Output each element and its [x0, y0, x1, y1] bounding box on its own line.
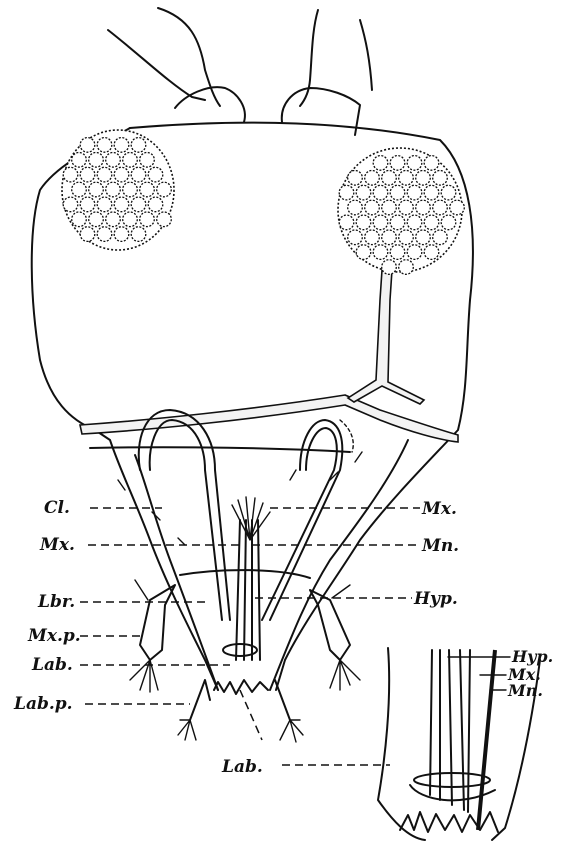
eye-facet	[114, 138, 129, 153]
label-inset-hyp: Hyp.	[511, 647, 553, 666]
eye-facet	[390, 215, 405, 230]
eye-facet	[356, 245, 371, 260]
eye-facet	[407, 215, 422, 230]
eye-facet	[148, 167, 163, 182]
eye-facet	[72, 212, 87, 227]
eye-facet	[106, 153, 121, 168]
eye-facet	[80, 227, 95, 242]
eye-facet	[373, 215, 388, 230]
eye-facet	[72, 153, 87, 168]
eye-facet	[416, 171, 431, 186]
eye-facet	[441, 215, 456, 230]
antennae	[108, 8, 372, 135]
label-lab-bottom: Lab.	[221, 757, 263, 777]
eye-facet	[348, 230, 363, 245]
mouthparts	[118, 410, 408, 742]
eye-facet	[63, 167, 78, 182]
eye-facet	[106, 182, 121, 197]
eye-facet	[97, 197, 112, 212]
eye-facet	[63, 197, 78, 212]
eye-facet	[382, 171, 397, 186]
eye-facet	[416, 200, 431, 215]
eye-facet	[157, 182, 172, 197]
eye-facet	[373, 156, 388, 171]
label-mx-right: Mx.	[421, 499, 457, 519]
eye-facet	[373, 245, 388, 260]
eye-facet	[365, 200, 380, 215]
eye-facet	[140, 182, 155, 197]
eye-facet	[80, 167, 95, 182]
label-lbr: Lbr.	[37, 592, 75, 612]
eye-facet	[339, 185, 354, 200]
eye-facet	[390, 156, 405, 171]
label-mxp: Mx.p.	[27, 626, 81, 646]
eye-facet	[140, 212, 155, 227]
eye-facet	[399, 171, 414, 186]
compound-eye-left	[62, 130, 174, 250]
eye-facet	[97, 227, 112, 242]
eye-facet	[114, 227, 129, 242]
eye-facet	[114, 167, 129, 182]
eye-facet	[114, 197, 129, 212]
eye-facet	[382, 200, 397, 215]
compound-eye-right	[338, 148, 464, 274]
eye-facet	[424, 215, 439, 230]
eye-facet	[390, 185, 405, 200]
eye-facet	[407, 156, 422, 171]
eye-facet	[407, 245, 422, 260]
label-hyp-right: Hyp.	[413, 589, 458, 609]
eye-facet	[157, 212, 172, 227]
eye-facet	[399, 200, 414, 215]
eye-facet	[123, 212, 138, 227]
eye-facet	[373, 185, 388, 200]
eye-facet	[72, 182, 87, 197]
eye-facet	[131, 197, 146, 212]
label-inset-mn: Mn.	[507, 681, 543, 700]
eye-facet	[433, 230, 448, 245]
eye-facet	[416, 230, 431, 245]
eye-facet	[441, 185, 456, 200]
eye-facet	[89, 153, 104, 168]
eye-facet	[89, 212, 104, 227]
eye-facet	[131, 167, 146, 182]
eye-facet	[80, 138, 95, 153]
eye-facet	[450, 200, 465, 215]
eye-facet	[356, 215, 371, 230]
eye-facet	[348, 200, 363, 215]
eye-facet	[123, 182, 138, 197]
eye-facet	[382, 230, 397, 245]
label-labp: Lab.p.	[13, 694, 73, 714]
eye-facet	[80, 197, 95, 212]
eye-facet	[339, 215, 354, 230]
label-cl: Cl.	[44, 498, 70, 518]
eye-facet	[424, 185, 439, 200]
eye-facet	[348, 171, 363, 186]
eye-facet	[433, 200, 448, 215]
label-lab-left: Lab.	[31, 655, 73, 675]
eye-facet	[106, 212, 121, 227]
eye-facet	[399, 230, 414, 245]
eye-facet	[140, 153, 155, 168]
eye-facet	[407, 185, 422, 200]
eye-facet	[390, 245, 405, 260]
eye-facet	[399, 260, 414, 275]
eye-facet	[365, 171, 380, 186]
eye-facet	[97, 167, 112, 182]
eye-facet	[123, 153, 138, 168]
eye-facet	[89, 182, 104, 197]
eye-facet	[131, 227, 146, 242]
eye-facet	[424, 245, 439, 260]
eye-facet	[433, 171, 448, 186]
eye-facet	[365, 230, 380, 245]
eye-facet	[131, 138, 146, 153]
label-mn-right: Mn.	[421, 536, 459, 556]
eye-facet	[424, 156, 439, 171]
label-mx-left: Mx.	[39, 535, 75, 555]
eye-facet	[382, 260, 397, 275]
eye-facet	[97, 138, 112, 153]
eye-facet	[356, 185, 371, 200]
eye-facet	[148, 197, 163, 212]
